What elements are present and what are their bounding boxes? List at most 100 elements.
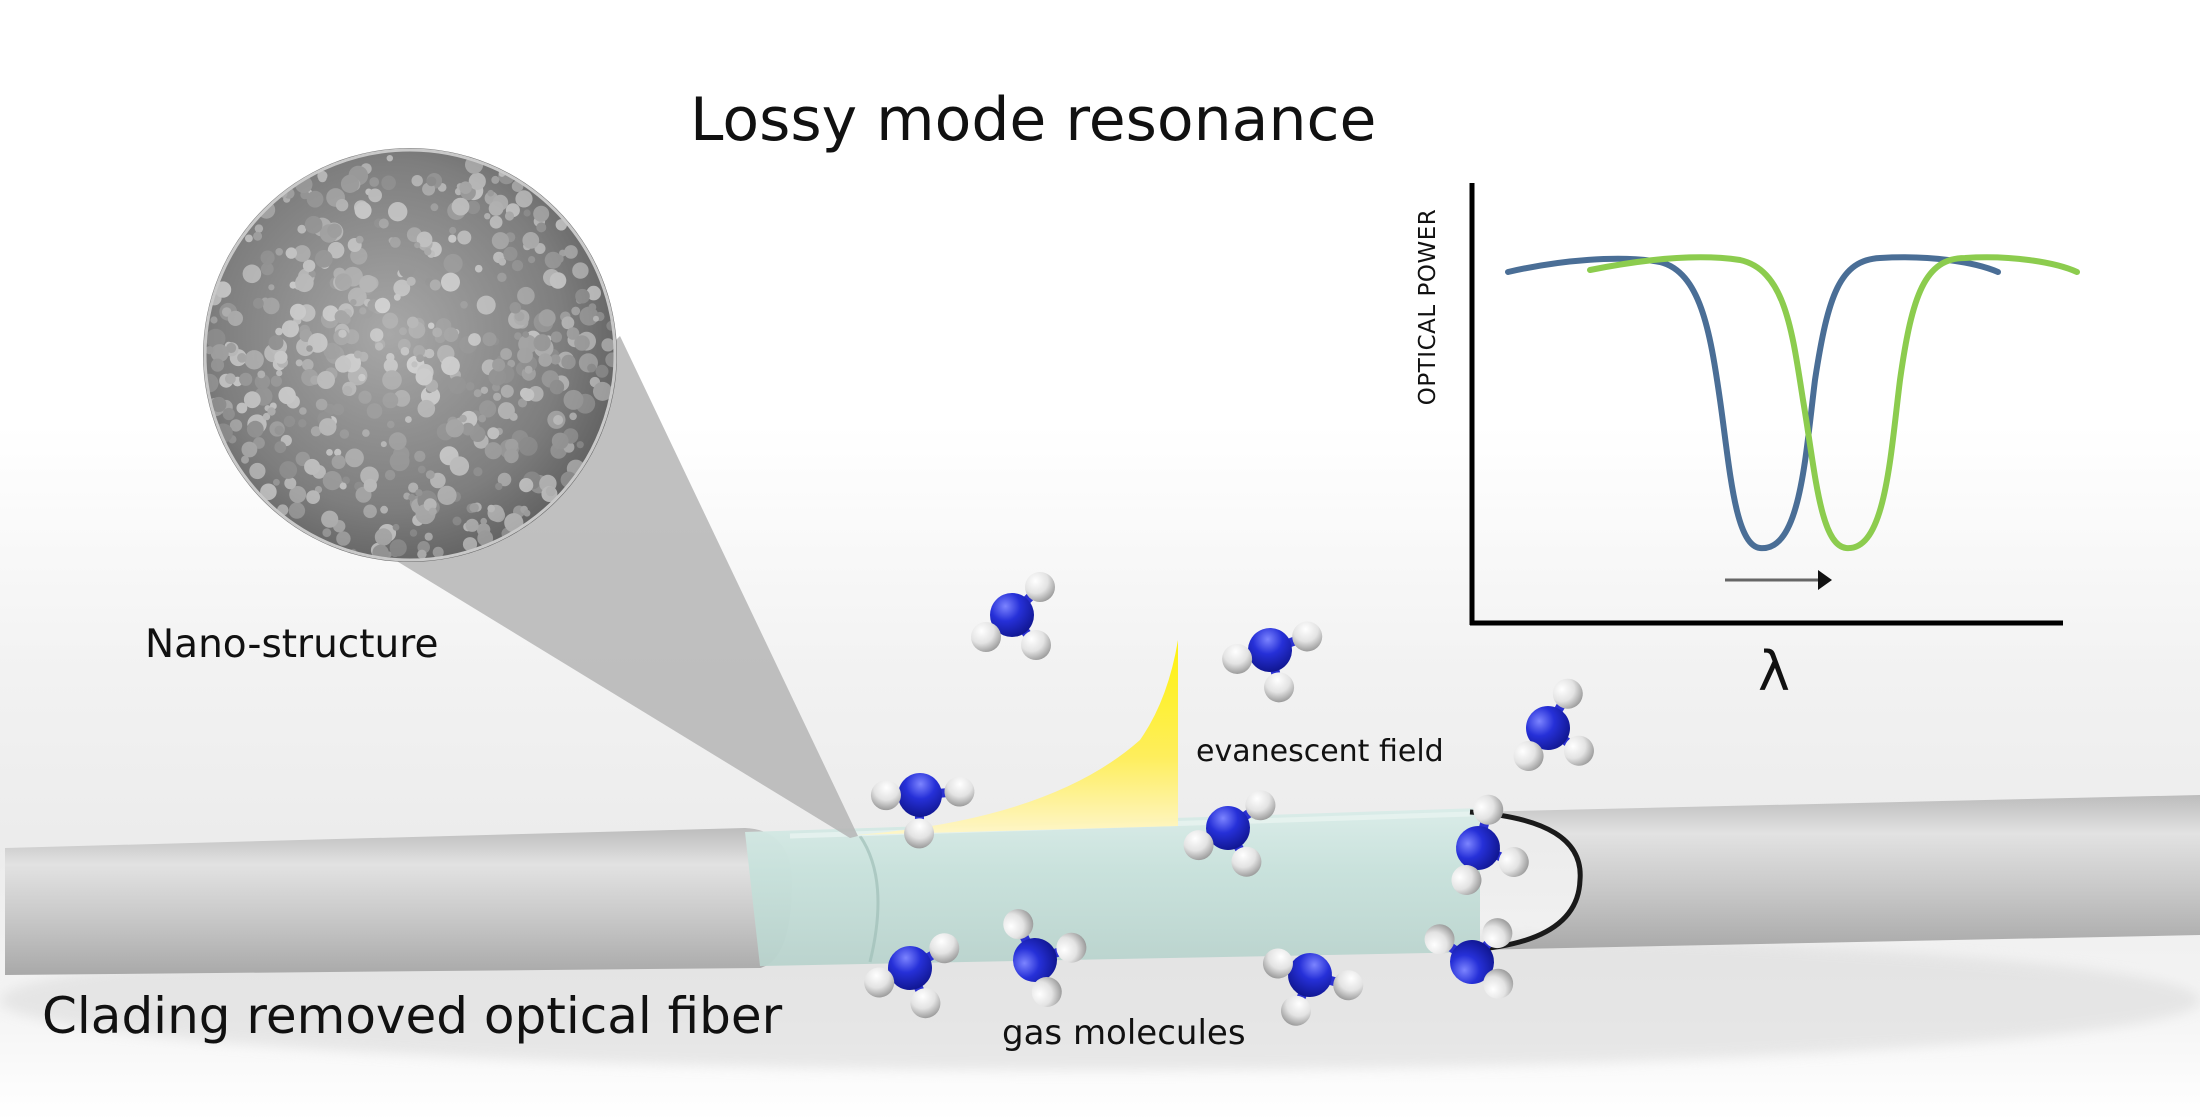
sem-grain xyxy=(462,537,478,552)
sem-grain xyxy=(426,176,437,187)
sem-grain xyxy=(382,370,402,390)
sem-grain xyxy=(304,458,321,475)
sem-grain xyxy=(533,205,550,222)
fiber-jacket-end xyxy=(1469,809,1583,953)
sem-grain xyxy=(497,472,512,487)
sem-grain xyxy=(339,313,351,325)
sem-grain xyxy=(307,333,328,353)
sem-grain xyxy=(205,346,214,355)
sem-grain xyxy=(331,455,346,469)
sem-grain xyxy=(326,449,333,456)
sem-grain xyxy=(241,455,249,464)
sem-grain xyxy=(460,301,468,309)
sem-grain xyxy=(491,232,509,250)
sem-grain xyxy=(322,305,339,322)
sem-grain xyxy=(579,306,599,326)
sem-grain xyxy=(273,478,280,486)
sem-grain xyxy=(466,200,481,215)
sem-grain xyxy=(522,232,540,249)
sem-grain xyxy=(443,253,463,274)
sem-grain xyxy=(504,448,519,464)
sem-grain xyxy=(519,478,534,493)
sem-grain xyxy=(310,426,322,437)
evanescent-field-label: evanescent field xyxy=(1196,734,1444,769)
sem-grain xyxy=(299,407,307,415)
sem-grain xyxy=(601,338,615,352)
sem-grain xyxy=(448,376,467,395)
sem-grain xyxy=(425,470,435,479)
sem-grain xyxy=(400,346,410,356)
sem-grain xyxy=(336,531,351,546)
sem-grain xyxy=(289,281,297,289)
sem-grain xyxy=(457,230,472,245)
series-shifted-line xyxy=(1587,254,2080,552)
sem-grain xyxy=(441,272,460,292)
sem-grain xyxy=(414,450,426,462)
sem-grain xyxy=(549,272,567,289)
sem-grain xyxy=(302,259,316,272)
diagram-title: Lossy mode resonance xyxy=(690,85,1377,155)
sem-grain xyxy=(295,273,314,293)
sem-grain xyxy=(500,384,514,398)
sem-grain xyxy=(408,482,419,493)
sem-grain xyxy=(491,175,500,184)
sem-grain xyxy=(274,425,284,435)
sem-grain xyxy=(358,373,366,382)
sem-grain xyxy=(383,358,398,373)
sem-grain xyxy=(214,281,232,298)
sem-grain xyxy=(260,262,274,276)
sem-grain xyxy=(498,258,507,266)
sem-grain xyxy=(523,209,531,217)
sem-grain xyxy=(587,363,596,373)
sem-grain xyxy=(241,441,258,458)
sem-grain xyxy=(393,279,411,297)
sem-grain xyxy=(281,320,299,338)
sem-grain xyxy=(335,356,352,373)
sem-grain xyxy=(260,483,277,501)
sem-grain xyxy=(595,364,609,378)
sem-grain xyxy=(443,327,459,343)
sem-grain xyxy=(449,456,470,476)
sem-grain xyxy=(370,328,384,342)
sem-grain xyxy=(514,332,522,340)
sem-grain xyxy=(345,448,364,468)
sem-grain xyxy=(276,370,283,377)
sem-grain xyxy=(388,432,407,451)
sem-grain xyxy=(586,285,601,301)
sem-grain xyxy=(284,477,297,490)
sem-grain xyxy=(480,386,489,394)
sem-grain xyxy=(253,297,264,309)
sem-grain xyxy=(375,342,384,351)
sem-grain xyxy=(306,490,320,504)
sem-grain xyxy=(487,427,500,440)
sem-grain xyxy=(298,419,307,428)
sem-grain xyxy=(222,407,235,421)
sem-grain xyxy=(569,412,577,421)
sem-grain xyxy=(267,407,276,416)
sem-grain xyxy=(335,198,349,212)
sem-grain xyxy=(406,276,416,286)
fiber-jacket-right xyxy=(1470,795,2200,950)
sem-grain xyxy=(424,247,432,256)
sem-grain xyxy=(574,335,590,351)
sem-grain xyxy=(389,539,407,557)
sem-grain xyxy=(428,507,437,516)
sem-grain xyxy=(564,245,578,259)
sem-grain xyxy=(411,361,418,368)
sem-grain xyxy=(461,422,475,436)
lmr-chart xyxy=(1469,183,2080,626)
sem-grain xyxy=(246,420,264,438)
evanescent-field-shape xyxy=(855,640,1178,835)
sem-grain xyxy=(544,251,562,269)
sem-grain xyxy=(225,373,236,385)
sem-grain xyxy=(381,175,396,191)
sem-grain xyxy=(474,264,483,273)
sem-grain xyxy=(322,528,332,538)
sem-grain xyxy=(507,359,516,368)
sem-grain xyxy=(505,438,519,452)
sem-grain xyxy=(229,419,243,432)
sem-grain xyxy=(304,215,323,234)
sem-grain xyxy=(476,295,496,315)
sem-grain xyxy=(413,345,426,357)
sem-grain xyxy=(268,284,275,291)
